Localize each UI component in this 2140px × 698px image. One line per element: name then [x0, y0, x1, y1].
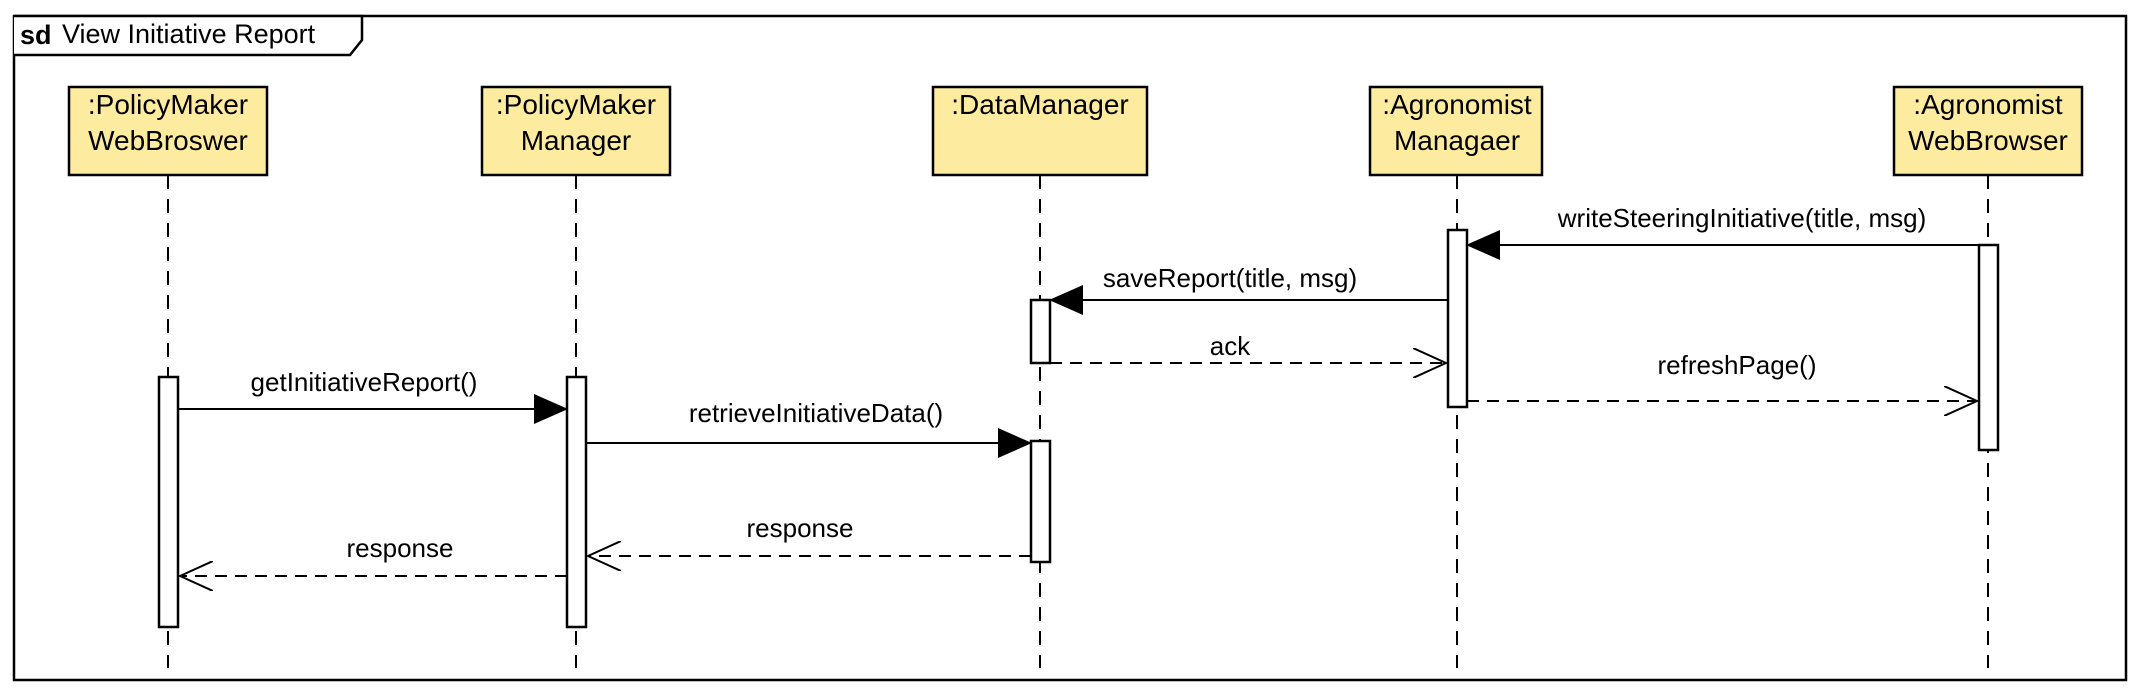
message-response-policymaker-manager[interactable]: response [180, 533, 567, 576]
lifeline-head-datamanager[interactable]: :DataManager [931, 85, 1149, 177]
message-label: saveReport(title, msg) [1103, 263, 1357, 293]
lifeline-head-line2: WebBroswer [88, 125, 248, 156]
message-label: response [347, 533, 454, 563]
activation-bar-policymaker-manager [565, 375, 588, 629]
activation-bar-policymaker-webbrowser [157, 375, 180, 629]
lifeline-head-line1: :PolicyMaker [88, 89, 248, 120]
lifeline-head-line1: :Agronomist [1913, 89, 2063, 120]
message-saveReport[interactable]: saveReport(title, msg) [1049, 263, 1448, 315]
lifeline-head-line2: WebBrowser [1908, 125, 2068, 156]
message-retrieveInitiativeData[interactable]: retrieveInitiativeData() [586, 398, 1032, 458]
lifeline-head-line2: Manager [521, 125, 632, 156]
frame-keyword: sd [20, 20, 52, 50]
message-label: writeSteeringInitiative(title, msg) [1557, 203, 1926, 233]
frame-label-tab [14, 14, 364, 57]
lifeline-head-agronomist-manager[interactable]: :Agronomist Managaer [1368, 85, 1544, 177]
lifeline-head-line1: :Agronomist [1382, 89, 1532, 120]
frame-title: View Initiative Report [62, 19, 316, 49]
lifeline-head-agronomist-webbrowser[interactable]: :Agronomist WebBrowser [1892, 85, 2084, 177]
message-label: response [747, 513, 854, 543]
message-label: ack [1210, 331, 1251, 361]
message-getInitiativeReport[interactable]: getInitiativeReport() [178, 367, 568, 424]
frame-border [12, 14, 2128, 682]
activation-bar-datamanager-retrieve [1029, 439, 1052, 564]
message-label: retrieveInitiativeData() [689, 398, 943, 428]
message-label: refreshPage() [1658, 350, 1817, 380]
message-label: getInitiativeReport() [251, 367, 478, 397]
lifeline-head-line1: :PolicyMaker [496, 89, 656, 120]
lifeline-head-policymaker-manager[interactable]: :PolicyMaker Manager [480, 85, 672, 177]
message-ack[interactable]: ack [1050, 331, 1446, 363]
lifeline-head-line1: :DataManager [951, 89, 1128, 120]
activation-bar-agronomist-manager [1446, 228, 1469, 409]
message-response-datamanager[interactable]: response [588, 513, 1031, 556]
message-refreshPage[interactable]: refreshPage() [1467, 350, 1977, 401]
lifeline-head-line2: Managaer [1394, 125, 1520, 156]
message-writeSteeringInitiative[interactable]: writeSteeringInitiative(title, msg) [1466, 203, 1979, 260]
lifeline-head-policymaker-webbrowser[interactable]: :PolicyMaker WebBroswer [67, 85, 269, 177]
activation-bar-agronomist-webbrowser [1977, 243, 2000, 452]
activation-bar-datamanager-save [1029, 298, 1052, 365]
